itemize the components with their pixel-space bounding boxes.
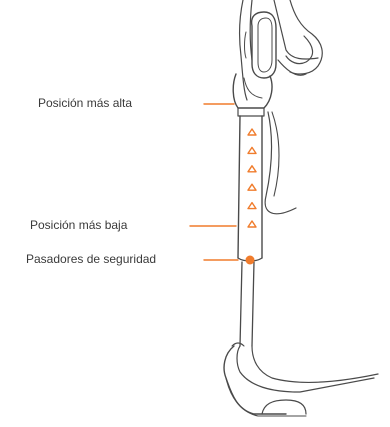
inner-tube-right: [251, 261, 255, 347]
seat-rail-3: [285, 35, 314, 65]
strap: [264, 111, 297, 215]
height-position-hole: [247, 165, 257, 173]
outer-tube-left: [237, 115, 241, 259]
hinge-body: [250, 11, 277, 79]
seat-rail-4: [277, 59, 307, 76]
collar-outline: [232, 73, 273, 109]
height-position-hole: [247, 146, 257, 155]
hinge-inner: [257, 17, 273, 73]
foot-upper: [223, 345, 287, 415]
strap-2: [271, 111, 280, 197]
foot-rail: [251, 345, 379, 383]
seat-rail-2: [289, 0, 323, 75]
callout-label-lowest: Posición más baja: [30, 218, 128, 232]
seat-rail: [273, 0, 319, 60]
callout-label-safety-pins: Pasadores de seguridad: [26, 252, 157, 266]
height-position-hole: [247, 201, 257, 210]
safety-pin: [245, 255, 255, 265]
upper-frame-outline: [238, 0, 248, 101]
foot-cap: [261, 399, 307, 415]
foot-top-notch: [231, 342, 245, 347]
callout-label-highest: Posición más alta: [38, 96, 133, 110]
height-position-hole: [247, 183, 257, 191]
foot-base: [225, 377, 307, 417]
height-position-hole: [247, 220, 257, 228]
height-position-hole: [247, 128, 257, 136]
collar-detail: [243, 77, 263, 99]
collar-band: [237, 107, 265, 117]
inner-tube-left: [239, 261, 243, 347]
hinge-side: [244, 31, 247, 59]
foot-inner: [236, 345, 375, 393]
